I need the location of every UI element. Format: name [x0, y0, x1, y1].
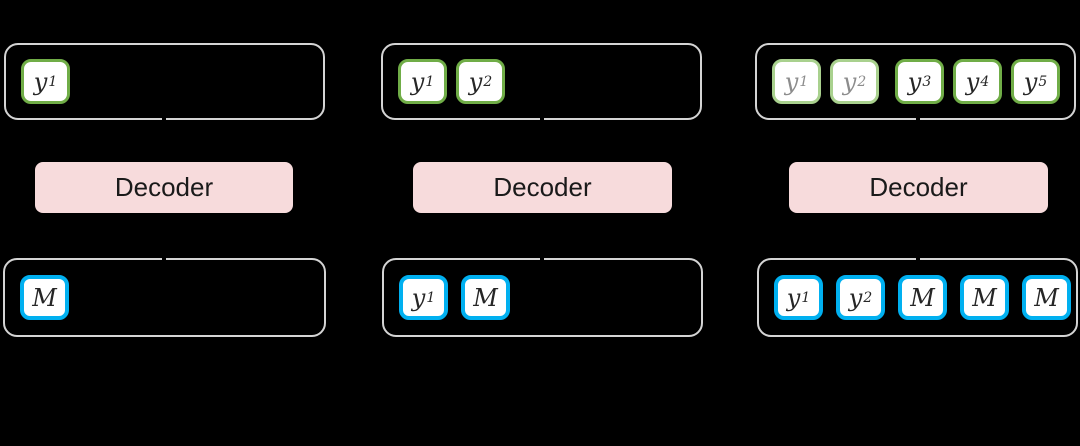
- connector-tick: [916, 114, 920, 127]
- token-symbol: M: [32, 283, 57, 312]
- input-token-row: M: [5, 260, 324, 335]
- token-subscript: 5: [1038, 73, 1048, 90]
- token-symbol: M: [1034, 283, 1059, 312]
- connector-tick: [162, 250, 166, 263]
- token-subscript: 2: [483, 73, 493, 90]
- connector-tick: [162, 114, 166, 127]
- token-symbol: M: [972, 283, 997, 312]
- token-M: M: [1022, 275, 1071, 320]
- decoder-block: Decoder: [789, 162, 1048, 213]
- connector-tick: [916, 250, 920, 263]
- token-M: M: [461, 275, 510, 320]
- token-symbol: y: [965, 67, 980, 96]
- token-symbol: y: [784, 67, 799, 96]
- token-symbol: y: [907, 67, 922, 96]
- token-symbol: M: [910, 283, 935, 312]
- token-M: M: [960, 275, 1009, 320]
- token-symbol: y: [33, 67, 48, 96]
- token-M: M: [898, 275, 947, 320]
- token-subscript: 1: [799, 73, 809, 90]
- token-symbol: y: [411, 283, 426, 312]
- token-subscript: 1: [48, 73, 58, 90]
- input-sequence-box: M: [3, 258, 326, 337]
- token-subscript: 1: [425, 73, 435, 90]
- token-symbol: y: [786, 283, 801, 312]
- token-symbol: y: [1023, 67, 1038, 96]
- token-symbol: y: [848, 283, 863, 312]
- decoder-block: Decoder: [413, 162, 672, 213]
- token-symbol: M: [473, 283, 498, 312]
- token-symbol: y: [842, 67, 857, 96]
- token-symbol: y: [410, 67, 425, 96]
- connector-tick: [540, 250, 544, 263]
- token-subscript: 2: [863, 289, 873, 306]
- token-symbol: y: [468, 67, 483, 96]
- token-subscript: 4: [980, 73, 990, 90]
- token-subscript: 3: [922, 73, 932, 90]
- token-M: M: [20, 275, 69, 320]
- decoder-label: Decoder: [493, 172, 592, 202]
- decoder-label: Decoder: [114, 172, 214, 202]
- decoder-block: Decoder: [35, 162, 293, 213]
- connector-tick: [540, 114, 544, 127]
- token-subscript: 1: [426, 289, 436, 306]
- decoder-label: Decoder: [869, 172, 968, 202]
- token-subscript: 1: [801, 289, 811, 306]
- token-subscript: 2: [857, 73, 867, 90]
